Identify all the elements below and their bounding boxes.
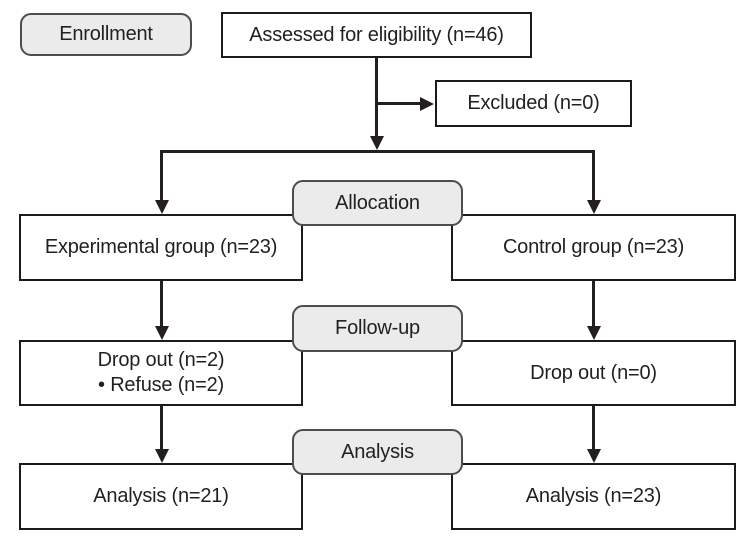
stage-label-analysis-text: Analysis: [341, 440, 414, 463]
arrowhead-down-icon: [586, 326, 601, 340]
connector-to-excluded: [377, 102, 420, 105]
stage-label-enrollment-text: Enrollment: [59, 23, 153, 45]
node-experimental-text: Experimental group (n=23): [44, 236, 278, 258]
node-analysis-experimental: Analysis (n=21): [19, 463, 303, 530]
node-excluded: Excluded (n=0): [435, 80, 632, 127]
connector-branch-horizontal: [160, 150, 595, 153]
node-dropout-control: Drop out (n=0): [451, 340, 736, 406]
connector-control-to-dropout: [592, 281, 595, 326]
stage-label-allocation-text: Allocation: [335, 191, 420, 214]
arrowhead-right-icon: [420, 96, 434, 111]
node-dropout-experimental: Drop out (n=2) • Refuse (n=2): [19, 340, 303, 406]
arrowhead-down-icon: [586, 200, 601, 214]
node-dropout-experimental-line1: Drop out (n=2): [97, 349, 225, 371]
node-control-group: Control group (n=23): [451, 214, 736, 281]
connector-dropout-to-analysis-right: [592, 406, 595, 449]
connector-dropout-to-analysis-left: [160, 406, 163, 449]
connector-branch-to-control: [592, 150, 595, 200]
connector-experimental-to-dropout: [160, 281, 163, 326]
arrowhead-down-icon: [154, 326, 169, 340]
arrowhead-down-icon: [586, 449, 601, 463]
stage-label-allocation: Allocation: [292, 180, 463, 226]
stage-label-analysis: Analysis: [292, 429, 463, 475]
arrowhead-down-icon: [154, 200, 169, 214]
connector-branch-to-experimental: [160, 150, 163, 200]
node-dropout-control-text: Drop out (n=0): [530, 361, 657, 384]
node-experimental-group: Experimental group (n=23): [19, 214, 303, 281]
stage-label-follow-up: Follow-up: [292, 305, 463, 352]
node-control-text: Control group (n=23): [502, 236, 685, 258]
node-assessed-for-eligibility: Assessed for eligibility (n=46): [221, 12, 532, 58]
node-analysis-experimental-text: Analysis (n=21): [93, 485, 229, 507]
arrowhead-down-icon: [154, 449, 169, 463]
stage-label-enrollment: Enrollment: [20, 13, 192, 56]
stage-label-follow-up-text: Follow-up: [335, 317, 420, 339]
node-analysis-control: Analysis (n=23): [451, 463, 736, 530]
node-analysis-control-text: Analysis (n=23): [525, 485, 662, 507]
node-excluded-text: Excluded (n=0): [467, 92, 600, 114]
node-assessed-text: Assessed for eligibility (n=46): [249, 23, 504, 46]
connector-assessed-to-branch: [375, 58, 378, 136]
arrowhead-down-icon: [369, 136, 384, 150]
node-dropout-experimental-line2: • Refuse (n=2): [98, 374, 224, 396]
